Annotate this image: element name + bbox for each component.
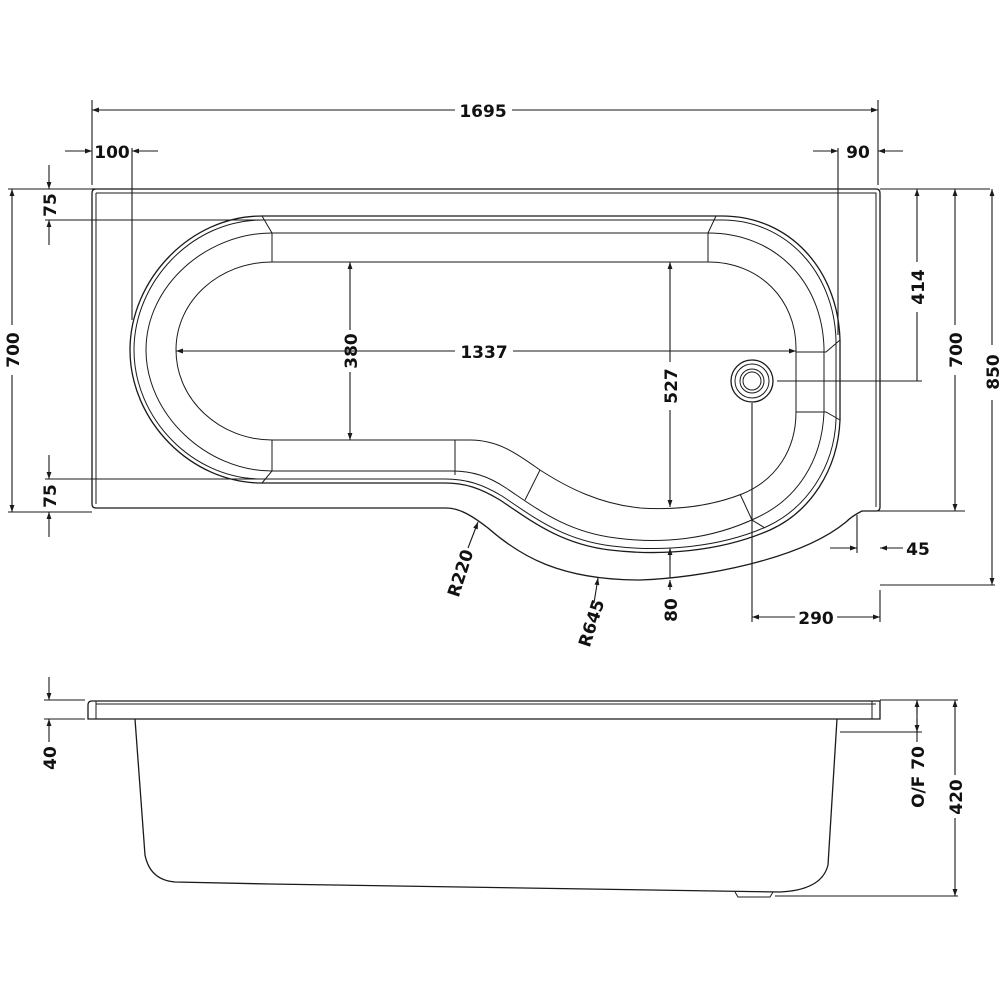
dim-rim-thickness: 40: [41, 746, 61, 770]
dim-left-width: 700: [4, 332, 24, 368]
side-view: 40 O/F 70 420: [41, 677, 967, 898]
dim-waste-from-end: 290: [798, 609, 834, 629]
plan-view: 1695 100 90 75 75 700 380 1337: [4, 100, 1000, 650]
rim-outer: [129, 215, 841, 554]
dim-internal-length: 1337: [460, 343, 507, 363]
dim-radius-large: R645: [575, 597, 609, 649]
dim-left-deck: 100: [94, 143, 130, 163]
dim-overall-width: 850: [984, 354, 1000, 390]
dim-right-width: 700: [947, 332, 967, 368]
side-body: [134, 718, 838, 893]
basin-floor: [175, 261, 797, 510]
side-rim: [87, 700, 881, 720]
dim-waste-offset: 414: [909, 269, 929, 305]
dim-bottom-deck: 75: [41, 484, 61, 508]
dim-right-deck: 90: [846, 143, 870, 163]
dim-overflow: O/F 70: [909, 746, 929, 808]
waste-outlet: [730, 359, 774, 403]
dim-overall-height: 420: [947, 779, 967, 815]
dim-wide-width: 527: [662, 368, 682, 404]
dim-radius-small: R220: [444, 547, 478, 600]
dim-top-deck: 75: [41, 193, 61, 217]
dim-overall-length: 1695: [459, 102, 506, 122]
deck-outline: [91, 188, 881, 581]
rim-inner-ledge: [145, 232, 825, 541]
dim-curve-rim: 80: [662, 598, 682, 622]
dim-corner-step: 45: [906, 540, 930, 560]
